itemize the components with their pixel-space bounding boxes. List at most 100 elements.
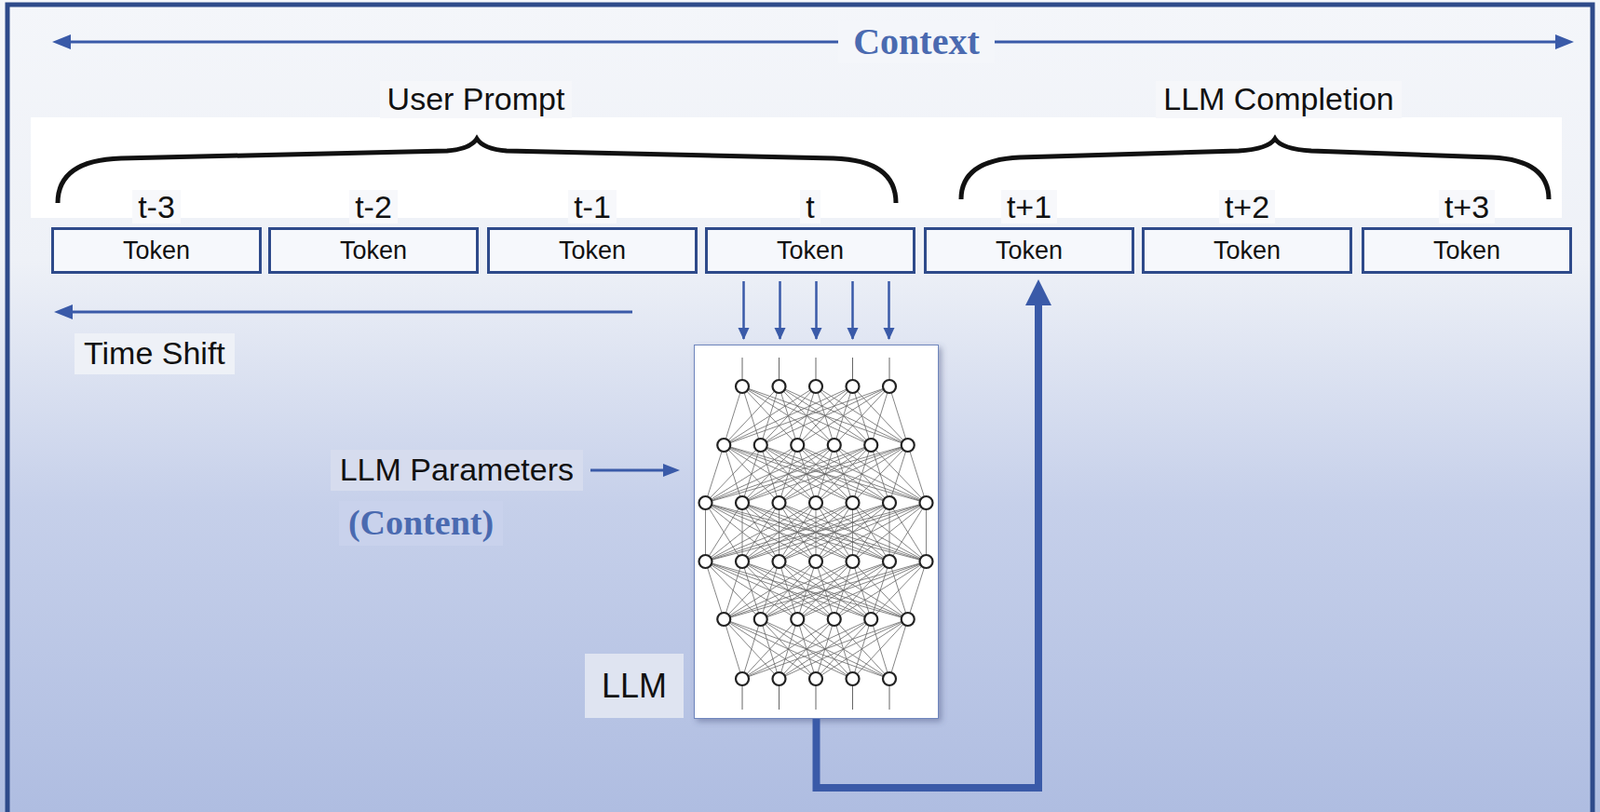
network-link xyxy=(889,619,909,679)
network-link xyxy=(705,502,854,562)
neural-network xyxy=(699,357,934,710)
token-box: Token xyxy=(705,227,916,274)
network-link xyxy=(925,502,927,562)
neuron xyxy=(882,672,896,686)
network-link xyxy=(779,502,927,562)
neuron xyxy=(735,555,749,569)
network-link xyxy=(908,561,927,620)
neuron xyxy=(735,672,749,686)
network-link xyxy=(705,502,927,562)
neuron xyxy=(846,672,860,686)
llm-label: LLM xyxy=(584,653,684,719)
network-link xyxy=(834,561,927,620)
input-arrow xyxy=(887,281,891,339)
time-index: t xyxy=(800,189,820,224)
network-link xyxy=(742,619,871,679)
network-link xyxy=(705,445,835,503)
network-link xyxy=(723,445,926,503)
arrow-head xyxy=(1555,34,1574,50)
network-link xyxy=(723,561,890,620)
neuron xyxy=(699,555,713,569)
neuron xyxy=(882,555,896,569)
brace xyxy=(57,138,896,204)
network-link xyxy=(742,619,798,679)
neuron xyxy=(809,379,823,394)
neuron xyxy=(790,612,804,626)
network-link xyxy=(723,561,926,620)
network-link xyxy=(705,502,817,562)
network-link xyxy=(779,386,909,446)
network-link xyxy=(705,502,927,562)
time-shift-arrow xyxy=(67,311,633,314)
neuron xyxy=(754,612,768,626)
token-box: Token xyxy=(268,227,479,274)
llm-box: LLM xyxy=(693,344,939,719)
network-link xyxy=(723,619,743,679)
network-link xyxy=(723,619,853,679)
time-index: t-1 xyxy=(568,189,617,224)
network-link xyxy=(742,502,927,562)
network-link xyxy=(760,445,927,503)
network-link xyxy=(705,561,761,620)
network-link xyxy=(853,502,927,562)
neuron xyxy=(790,438,804,452)
neuron xyxy=(809,555,823,569)
network-link xyxy=(834,386,890,446)
network-link xyxy=(723,386,816,446)
section-label: User Prompt xyxy=(379,81,573,118)
neuron xyxy=(717,438,731,452)
token-node: t-2Token xyxy=(268,189,479,274)
network-link xyxy=(723,561,816,620)
token-heading: t-3 xyxy=(51,189,262,228)
token-box: Token xyxy=(1141,227,1353,274)
network-link xyxy=(742,445,909,503)
network-link xyxy=(705,561,872,620)
token-node: t+3Token xyxy=(1361,189,1573,274)
neuron xyxy=(882,496,896,510)
network-link xyxy=(723,561,779,620)
network-link xyxy=(723,561,743,620)
input-arrow xyxy=(814,281,818,339)
token-heading: t+1 xyxy=(923,189,1135,228)
token-node: tToken xyxy=(705,189,916,274)
network-link xyxy=(705,561,799,620)
network-link xyxy=(705,445,909,503)
token-text: Token xyxy=(776,236,844,266)
neuron xyxy=(772,379,787,394)
network-link xyxy=(815,502,927,562)
token-text: Token xyxy=(1213,236,1281,266)
network-link xyxy=(779,502,927,562)
network-link xyxy=(705,445,761,503)
network-link xyxy=(797,386,890,446)
neuron xyxy=(864,612,878,626)
network-link xyxy=(797,445,926,503)
token-heading: t-2 xyxy=(268,189,479,228)
network-link xyxy=(742,386,909,446)
network-link xyxy=(723,386,853,446)
network-link xyxy=(742,619,909,679)
neuron xyxy=(920,555,934,569)
context-arrow xyxy=(59,40,1568,44)
network-link xyxy=(870,445,926,503)
neuron xyxy=(809,672,823,686)
neuron xyxy=(772,672,787,686)
network-link xyxy=(705,502,744,562)
arrow-head xyxy=(54,304,73,320)
time-shift-label: Time Shift xyxy=(74,333,235,374)
section-label: LLM Completion xyxy=(1155,81,1402,118)
parameter-label: LLM Parameters xyxy=(330,449,584,490)
time-index: t+3 xyxy=(1438,189,1495,224)
network-link xyxy=(889,445,909,503)
token-node: t+1Token xyxy=(923,189,1135,274)
token-heading: t+3 xyxy=(1361,189,1573,228)
arrow-head xyxy=(663,463,680,477)
neuron xyxy=(846,379,860,394)
time-index: t-3 xyxy=(132,189,181,224)
token-heading: t+2 xyxy=(1141,189,1353,228)
network-link xyxy=(705,561,725,620)
network-link xyxy=(742,619,761,679)
neuron xyxy=(827,438,841,452)
neuron xyxy=(882,379,896,394)
